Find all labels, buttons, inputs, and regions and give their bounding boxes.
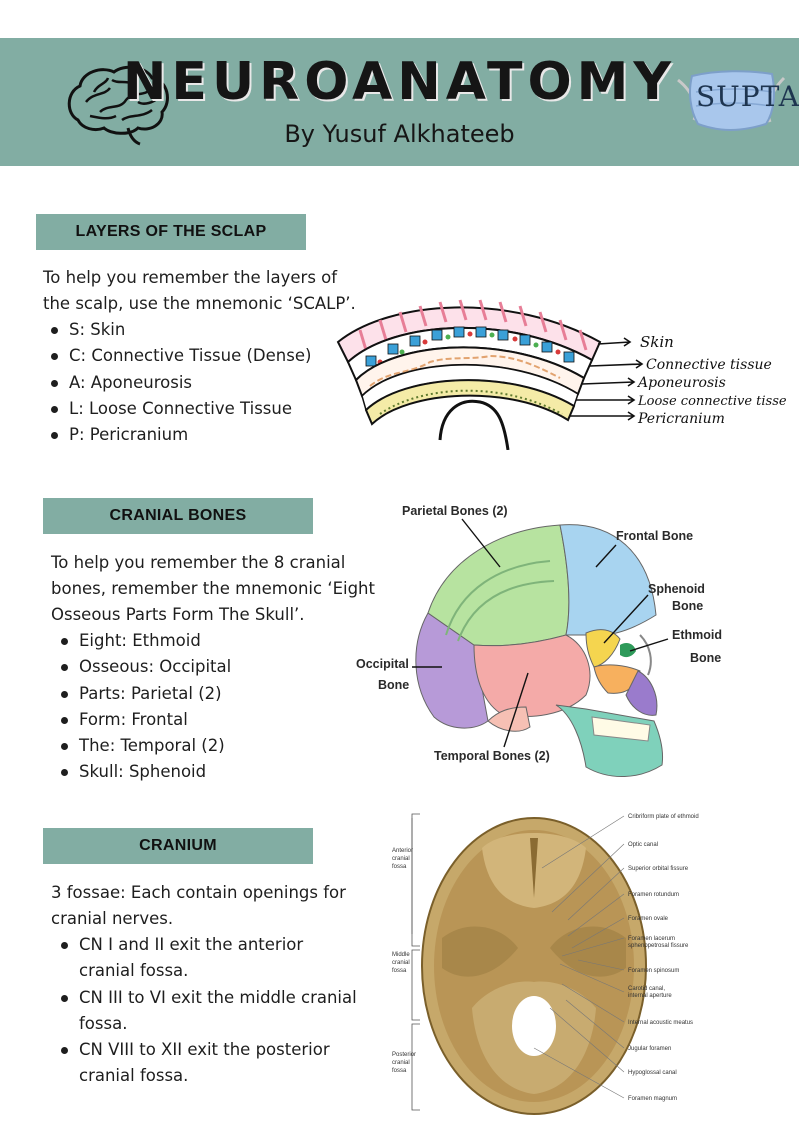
header-banner bbox=[0, 38, 799, 166]
cranium-intro-line: 3 fossae: Each contain openings for bbox=[51, 883, 346, 902]
list-item-line: CN III to VI exit the middle cranial bbox=[79, 987, 357, 1007]
scalp-intro: To help you remember the layers of the s… bbox=[43, 265, 356, 317]
scalp-layers-diagram: Skin Connective tissue Aponeurosis Loose… bbox=[336, 299, 787, 450]
foramen-label: Foramen lacerum bbox=[628, 936, 675, 942]
list-item-line: fossa. bbox=[79, 1013, 128, 1033]
diagram-label-loose: Loose connective tisse bbox=[637, 394, 787, 409]
list-item: CN I and II exit the anterior cranial fos… bbox=[57, 932, 367, 985]
foramen-label: Foramen magnum bbox=[628, 1096, 677, 1102]
scalp-mnemonic-list: S: Skin C: Connective Tissue (Dense) A: … bbox=[47, 317, 347, 448]
foramen-label: Carotid canal, bbox=[628, 986, 665, 992]
foramen-label: Internal acoustic meatus bbox=[628, 1020, 693, 1026]
list-item: The: Temporal (2) bbox=[57, 733, 357, 759]
fossa-label: fossa bbox=[392, 1068, 407, 1074]
cranial-bones-mnemonic-list: Eight: Ethmoid Osseous: Occipital Parts:… bbox=[57, 628, 357, 786]
list-item: P: Pericranium bbox=[47, 422, 347, 448]
foramen-label: Superior orbital fissure bbox=[628, 866, 689, 872]
list-item: CN III to VI exit the middle cranial foss… bbox=[57, 985, 367, 1038]
label-sphenoid-2: Bone bbox=[672, 599, 703, 613]
label-parietal: Parietal Bones (2) bbox=[402, 504, 508, 518]
label-occipital: Occipital bbox=[356, 657, 409, 671]
list-item: Form: Frontal bbox=[57, 707, 357, 733]
list-item: L: Loose Connective Tissue bbox=[47, 396, 347, 422]
list-item: C: Connective Tissue (Dense) bbox=[47, 343, 347, 369]
author-byline: By Yusuf Alkhateeb bbox=[284, 120, 515, 148]
label-temporal: Temporal Bones (2) bbox=[434, 749, 550, 763]
cranium-intro-line: cranial nerves. bbox=[51, 909, 174, 928]
list-item: Eight: Ethmoid bbox=[57, 628, 357, 654]
list-item: Skull: Sphenoid bbox=[57, 759, 357, 785]
label-sphenoid: Sphenoid bbox=[648, 582, 705, 596]
mask-icon bbox=[677, 70, 786, 131]
list-item: Osseous: Occipital bbox=[57, 654, 357, 680]
page-title: NEUROANATOMY bbox=[122, 52, 677, 112]
list-item: Parts: Parietal (2) bbox=[57, 681, 357, 707]
cranial-bones-intro-line: Osseous Parts Form The Skull’. bbox=[51, 605, 305, 624]
label-ethmoid-2: Bone bbox=[690, 651, 721, 665]
foramen-label: Jugular foramen bbox=[628, 1046, 671, 1052]
foramen-label: sphenopetrosal fissure bbox=[628, 943, 689, 949]
section-heading-cranial-bones: CRANIAL BONES bbox=[43, 498, 313, 534]
foramen-label: Optic canal bbox=[628, 842, 658, 848]
cranial-bones-intro-line: bones, remember the mnemonic ‘Eight bbox=[51, 579, 375, 598]
foramen-label: Cribriform plate of ethmoid bbox=[628, 814, 699, 820]
foramen-label: Foramen spinosum bbox=[628, 968, 679, 974]
cranium-list: CN I and II exit the anterior cranial fos… bbox=[57, 932, 367, 1090]
foramen-label: Foramen rotundum bbox=[628, 892, 679, 898]
skull-lateral-diagram: Parietal Bones (2) Frontal Bone Sphenoid… bbox=[356, 504, 722, 777]
logo-text: SUPTA bbox=[696, 80, 799, 113]
foramen-label: Foramen ovale bbox=[628, 916, 669, 922]
diagram-label-connective: Connective tissue bbox=[646, 357, 772, 373]
fossa-label: Posterior bbox=[392, 1052, 416, 1058]
fossa-label: fossa bbox=[392, 864, 407, 870]
fossa-label: Middle bbox=[392, 952, 410, 958]
fossa-label: cranial bbox=[392, 960, 410, 966]
list-item-line: CN I and II exit the anterior bbox=[79, 935, 304, 954]
section-heading-scalp: LAYERS OF THE SCLAP bbox=[36, 214, 306, 250]
list-item: CN VIII to XII exit the posterior cranial… bbox=[57, 1037, 367, 1090]
label-frontal: Frontal Bone bbox=[616, 529, 693, 543]
label-occipital-2: Bone bbox=[378, 678, 409, 692]
fossa-label: cranial bbox=[392, 856, 410, 862]
cranial-base-diagram: Anterior cranial fossa Middle cranial fo… bbox=[392, 813, 699, 1115]
section-heading-cranium: CRANIUM bbox=[43, 828, 313, 864]
list-item-line: CN VIII to XII exit the posterior bbox=[79, 1040, 330, 1060]
fossa-label: cranial bbox=[392, 1060, 410, 1066]
brain-icon bbox=[67, 65, 169, 146]
list-item: A: Aponeurosis bbox=[47, 370, 347, 396]
list-item-line: cranial fossa. bbox=[79, 961, 189, 981]
diagram-label-pericranium: Pericranium bbox=[637, 411, 725, 427]
foramen-label: Hypoglossal canal bbox=[628, 1070, 677, 1076]
fossa-label: fossa bbox=[392, 968, 407, 974]
foramen-label: internal aperture bbox=[628, 993, 672, 999]
list-item-line: cranial fossa. bbox=[79, 1066, 189, 1086]
diagram-label-aponeurosis: Aponeurosis bbox=[636, 375, 726, 391]
list-item: S: Skin bbox=[47, 317, 347, 343]
scalp-intro-line: To help you remember the layers of bbox=[43, 268, 338, 287]
scalp-intro-line: the scalp, use the mnemonic ‘SCALP’. bbox=[43, 294, 356, 313]
cranium-intro: 3 fossae: Each contain openings for cran… bbox=[51, 880, 346, 932]
cranial-bones-intro: To help you remember the 8 cranial bones… bbox=[51, 550, 375, 628]
fossa-label: Anterior bbox=[392, 848, 413, 854]
label-ethmoid: Ethmoid bbox=[672, 628, 722, 642]
diagram-label-skin: Skin bbox=[640, 333, 674, 351]
cranial-bones-intro-line: To help you remember the 8 cranial bbox=[51, 553, 346, 572]
